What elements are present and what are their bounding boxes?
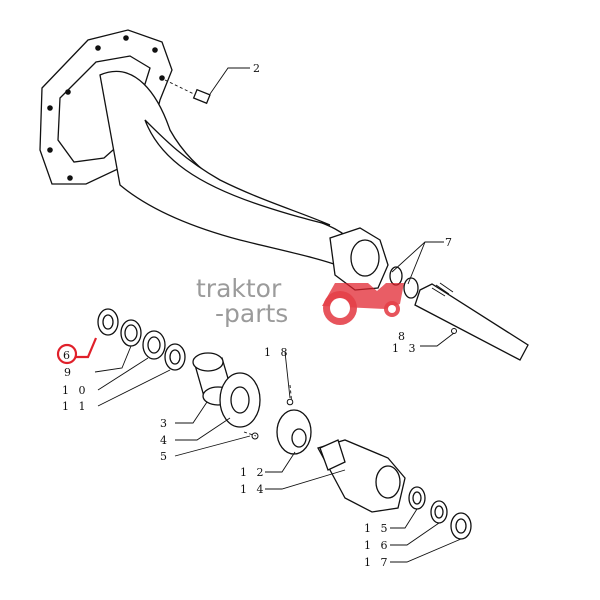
callout-3: 3: [160, 417, 170, 430]
callout-4: 4: [160, 434, 170, 447]
callout-17: 1 7: [364, 556, 391, 569]
callout-9: 9: [64, 366, 74, 379]
axle-housing: [39, 29, 389, 291]
bolt-part-2: [164, 79, 211, 105]
flange-bolt-holes: [47, 35, 165, 181]
watermark-line-1: traktor: [196, 274, 282, 303]
callout-10: 1 0: [62, 384, 89, 397]
ring-part-16: [430, 500, 448, 524]
grease-nipple-part-18: [286, 384, 294, 406]
watermark: traktor -parts: [196, 274, 404, 328]
shaft-part-8: [414, 282, 529, 361]
leader-lines: [94, 67, 462, 563]
callout-6: 6: [63, 349, 73, 362]
screw-part-5: [243, 431, 259, 440]
callout-14: 1 4: [240, 483, 267, 496]
part-6-highlight: [56, 337, 98, 365]
hub-part-14: [317, 439, 406, 513]
washer-part-17: [450, 512, 472, 540]
callout-12: 1 2: [240, 466, 267, 479]
pivot-part-12: [276, 409, 312, 455]
ring-part-15: [408, 486, 426, 510]
callout-5: 5: [160, 450, 170, 463]
bearing-part-11: [164, 343, 186, 371]
callout-8: 8: [398, 330, 408, 343]
bearing-part-10: [142, 330, 166, 360]
callout-18: 1 8: [264, 346, 291, 359]
callout-11: 1 1: [62, 400, 89, 413]
ring-part-9: [120, 319, 142, 347]
callout-15: 1 5: [364, 522, 391, 535]
callout-16: 1 6: [364, 539, 391, 552]
callout-2: 2: [253, 62, 263, 75]
callout-13: 1 3: [392, 342, 419, 355]
washer-part-6: [97, 308, 119, 336]
flange-part-4: [219, 372, 261, 428]
callout-7: 7: [445, 236, 455, 249]
tractor-logo-icon: [322, 283, 404, 325]
pin-part-13: [451, 328, 457, 334]
watermark-line-2: -parts: [215, 299, 288, 328]
